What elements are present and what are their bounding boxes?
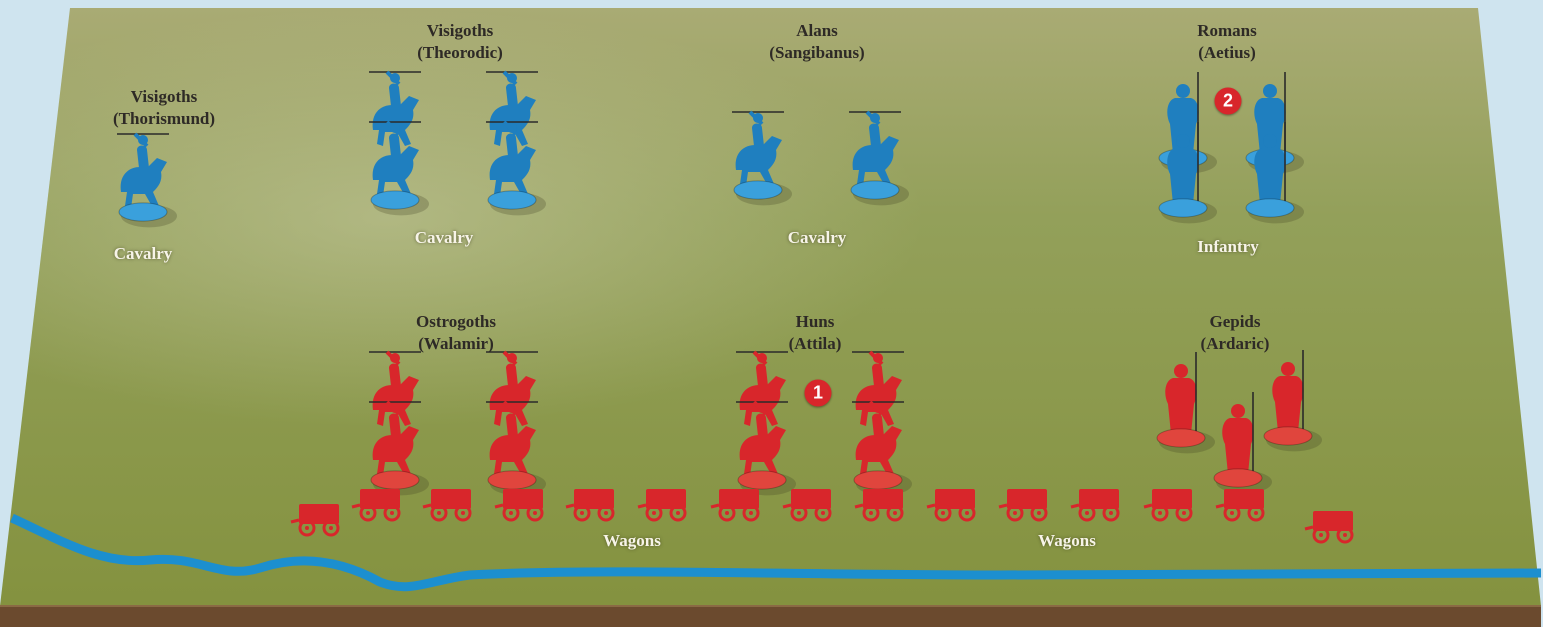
cavalry-icon xyxy=(369,400,421,476)
army-name: Ostrogoths xyxy=(416,312,496,331)
wagon-icon xyxy=(710,489,760,522)
infantry-icon xyxy=(1167,122,1199,206)
cavalry-icon xyxy=(486,400,538,476)
wagon-icon xyxy=(1215,489,1265,522)
cavalry-icon xyxy=(369,120,421,196)
cavalry-icon xyxy=(736,350,788,426)
cavalry-icon xyxy=(117,132,169,208)
army-leader: (Attila) xyxy=(788,334,842,353)
cavalry-icon xyxy=(486,350,538,426)
cavalry-icon xyxy=(852,400,904,476)
army-name: Visigoths xyxy=(130,87,198,106)
infantry-icon xyxy=(1167,72,1199,156)
wagon-icon xyxy=(290,504,340,537)
unit-type-label: Infantry xyxy=(1197,237,1259,256)
wagon-icon xyxy=(565,489,615,522)
army-leader: (Theorodic) xyxy=(417,43,503,62)
wagon-icon xyxy=(351,489,401,522)
unit-type-label: Cavalry xyxy=(113,244,173,263)
wagon-icon xyxy=(1143,489,1193,522)
cavalry-icon xyxy=(486,70,538,146)
army-leader: (Ardaric) xyxy=(1200,334,1270,353)
wagons-label: Wagons xyxy=(603,531,661,550)
army-leader: (Aetius) xyxy=(1198,43,1256,62)
army-label: Alans (Sangibanus) xyxy=(769,20,864,64)
river xyxy=(10,513,1542,592)
army-label: Visigoths (Theorodic) xyxy=(417,20,503,64)
infantry-icon xyxy=(1272,350,1304,434)
army-leader: (Thorismund) xyxy=(112,109,216,128)
cavalry-icon xyxy=(852,350,904,426)
cavalry-icon xyxy=(486,120,538,196)
cavalry-icon xyxy=(849,110,901,186)
wagon-icon xyxy=(998,489,1048,522)
wagon-icon xyxy=(494,489,544,522)
army-leader: (Sangibanus) xyxy=(769,43,865,62)
infantry-icon xyxy=(1254,122,1286,206)
army-label: Gepids (Ardaric) xyxy=(1201,311,1270,355)
marker-2-badge: 2 xyxy=(1214,87,1242,115)
army-name: Huns xyxy=(795,312,835,331)
cavalry-icon xyxy=(369,70,421,146)
marker-1-badge: 1 xyxy=(804,379,832,407)
unit-type-label: Cavalry xyxy=(787,228,847,247)
unit-type-label: Cavalry xyxy=(414,228,474,247)
cavalry-icon xyxy=(732,110,784,186)
army-label: Ostrogoths (Walamir) xyxy=(416,311,496,355)
wagon-icon xyxy=(854,489,904,522)
army-label: Romans (Aetius) xyxy=(1197,20,1257,64)
wagon-icon xyxy=(1070,489,1120,522)
wagon-icon xyxy=(1304,511,1354,544)
army-label: Huns (Attila) xyxy=(789,311,842,355)
wagon-icon xyxy=(422,489,472,522)
wagon-icon xyxy=(637,489,687,522)
army-name: Romans xyxy=(1197,21,1257,40)
infantry-icon xyxy=(1222,392,1254,476)
wagon-icon xyxy=(926,489,976,522)
army-name: Visigoths xyxy=(426,21,494,40)
army-label: Visigoths (Thorismund) xyxy=(113,86,215,130)
infantry-icon xyxy=(1165,352,1197,436)
cavalry-icon xyxy=(736,400,788,476)
army-name: Alans xyxy=(796,21,838,40)
army-leader: (Walamir) xyxy=(418,334,494,353)
cavalry-icon xyxy=(369,350,421,426)
wagon-icon xyxy=(782,489,832,522)
army-name: Gepids xyxy=(1209,312,1261,331)
board-cliff-edge xyxy=(0,606,1541,627)
wagons-label: Wagons xyxy=(1038,531,1096,550)
